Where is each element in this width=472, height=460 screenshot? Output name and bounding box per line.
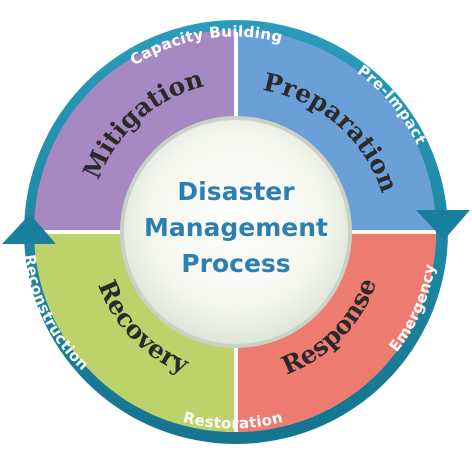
ring-arrow-right [416,210,470,240]
center-circle [124,120,348,344]
center-title-line2: Management [144,213,328,242]
center-title-line1: Disaster [177,177,295,206]
center-title-line3: Process [181,249,290,278]
ring-arrow-left [2,214,56,244]
